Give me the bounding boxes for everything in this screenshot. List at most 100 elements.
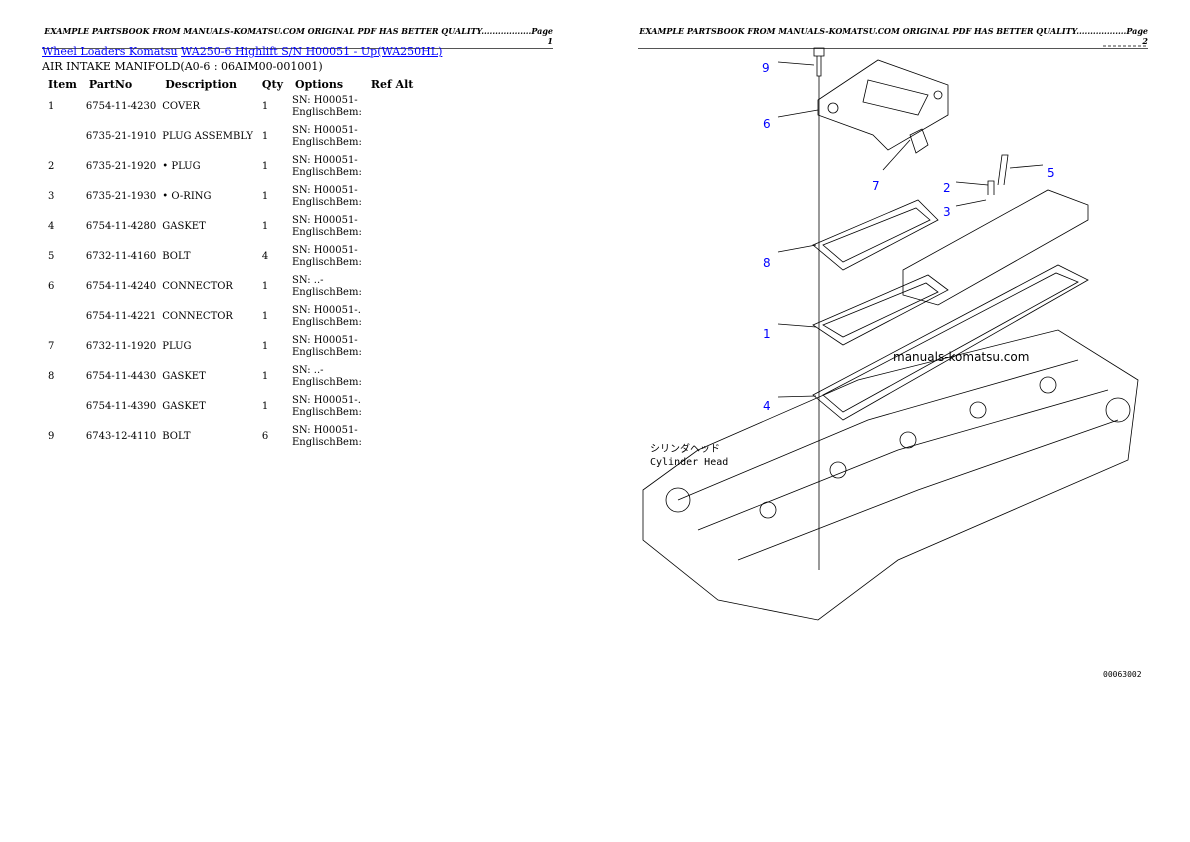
ref-alt-cell [365, 392, 420, 422]
option-sn: SN: H00051-. [291, 305, 361, 316]
partno-cell: 6754-11-4221 [85, 311, 157, 322]
options-cell: SN: ..-EnglischBem: [289, 272, 365, 302]
description-cell: GASKET [162, 221, 206, 232]
qty-cell: 1 [261, 101, 269, 112]
options-cell: SN: H00051-EnglischBem: [289, 332, 365, 362]
option-sn: SN: ..- [291, 365, 324, 376]
table-row: 6754-11-4221 CONNECTOR 1 SN: H00051-.Englis… [42, 302, 419, 332]
item-cell [42, 392, 83, 422]
partno-cell: 6754-11-4280 [85, 221, 157, 232]
qty-cell: 1 [261, 191, 269, 202]
partno-cell: 6735-21-1910 [85, 131, 157, 142]
parts-diagram [638, 40, 1150, 640]
item-cell: 1 [48, 101, 55, 112]
option-note: EnglischBem: [291, 257, 362, 268]
drawing-code: 00063002 [1103, 670, 1142, 679]
breadcrumb: Wheel Loaders Komatsu WA250-6 Highlift S… [42, 45, 442, 58]
description-cell: COVER [162, 101, 200, 112]
breadcrumb-link-model[interactable]: WA250-6 Highlift S/N H00051 - Up(WA250HL… [181, 45, 443, 58]
cylinder-head-label: シリンダヘッド Cylinder Head [650, 443, 728, 469]
callout-9: 9 [762, 61, 770, 75]
column-header: Item [48, 77, 77, 91]
partno-cell: 6754-11-4240 [85, 281, 157, 292]
partno-cell: 6743-12-4110 [85, 431, 157, 442]
qty-cell: 1 [261, 161, 269, 172]
ref-alt-cell [365, 92, 420, 122]
option-note: EnglischBem: [291, 167, 362, 178]
qty-cell: 1 [261, 341, 269, 352]
option-sn: SN: H00051- [291, 155, 358, 166]
page-title: AIR INTAKE MANIFOLD(A0-6 : 06AIM00-00100… [42, 60, 323, 73]
ref-alt-cell [365, 332, 420, 362]
item-cell [42, 122, 83, 152]
column-header: PartNo [88, 77, 133, 91]
description-cell: CONNECTOR [162, 311, 233, 322]
qty-cell: 1 [261, 221, 269, 232]
description-cell: GASKET [162, 401, 206, 412]
label-jp: シリンダヘッド [650, 444, 720, 455]
page-1-header: EXAMPLE PARTSBOOK FROM MANUALS-KOMATSU.C… [42, 26, 553, 49]
ref-alt-cell [365, 362, 420, 392]
watermark: manuals-komatsu.com [893, 350, 1030, 364]
partno-cell: 6735-21-1920 [85, 161, 157, 172]
option-note: EnglischBem: [291, 287, 362, 298]
description-cell: PLUG [162, 341, 192, 352]
item-cell: 5 [48, 251, 55, 262]
callout-6: 6 [763, 117, 771, 131]
qty-cell: 1 [261, 281, 269, 292]
options-cell: SN: H00051-EnglischBem: [289, 122, 365, 152]
option-note: EnglischBem: [291, 437, 362, 448]
breadcrumb-link-category[interactable]: Wheel Loaders Komatsu [42, 45, 178, 58]
options-cell: SN: H00051-.EnglischBem: [289, 392, 365, 422]
ref-alt-cell [365, 182, 420, 212]
description-cell: BOLT [162, 251, 191, 262]
item-cell: 4 [48, 221, 55, 232]
column-header: Options [294, 77, 344, 91]
option-sn: SN: H00051- [291, 215, 358, 226]
option-sn: SN: ..- [291, 275, 324, 286]
description-cell: BOLT [162, 431, 191, 442]
item-cell: 9 [48, 431, 55, 442]
column-header: Description [165, 77, 237, 91]
option-note: EnglischBem: [291, 407, 362, 418]
option-sn: SN: H00051- [291, 245, 358, 256]
item-cell: 6 [48, 281, 55, 292]
ref-alt-cell [365, 272, 420, 302]
partno-cell: 6732-11-4160 [85, 251, 157, 262]
description-cell: • O-RING [162, 191, 212, 202]
callout-1: 1 [763, 327, 771, 341]
ref-alt-cell [365, 122, 420, 152]
callout-5: 5 [1047, 166, 1055, 180]
option-note: EnglischBem: [291, 317, 362, 328]
option-sn: SN: H00051- [291, 335, 358, 346]
option-sn: SN: H00051- [291, 185, 358, 196]
ref-alt-cell [365, 212, 420, 242]
callout-3: 3 [943, 205, 951, 219]
options-cell: SN: ..-EnglischBem: [289, 362, 365, 392]
options-cell: SN: H00051-.EnglischBem: [289, 302, 365, 332]
ref-alt-cell [365, 152, 420, 182]
description-cell: GASKET [162, 371, 206, 382]
qty-cell: 1 [261, 311, 269, 322]
partno-cell: 6732-11-1920 [85, 341, 157, 352]
partno-cell: 6754-11-4390 [85, 401, 157, 412]
description-cell: • PLUG [162, 161, 201, 172]
label-en: Cylinder Head [650, 457, 729, 468]
callout-8: 8 [763, 256, 771, 270]
callout-2: 2 [943, 181, 951, 195]
option-sn: SN: H00051- [291, 95, 358, 106]
option-sn: SN: H00051- [291, 425, 358, 436]
option-sn: SN: H00051- [291, 125, 358, 136]
partno-cell: 6754-11-4230 [85, 101, 157, 112]
